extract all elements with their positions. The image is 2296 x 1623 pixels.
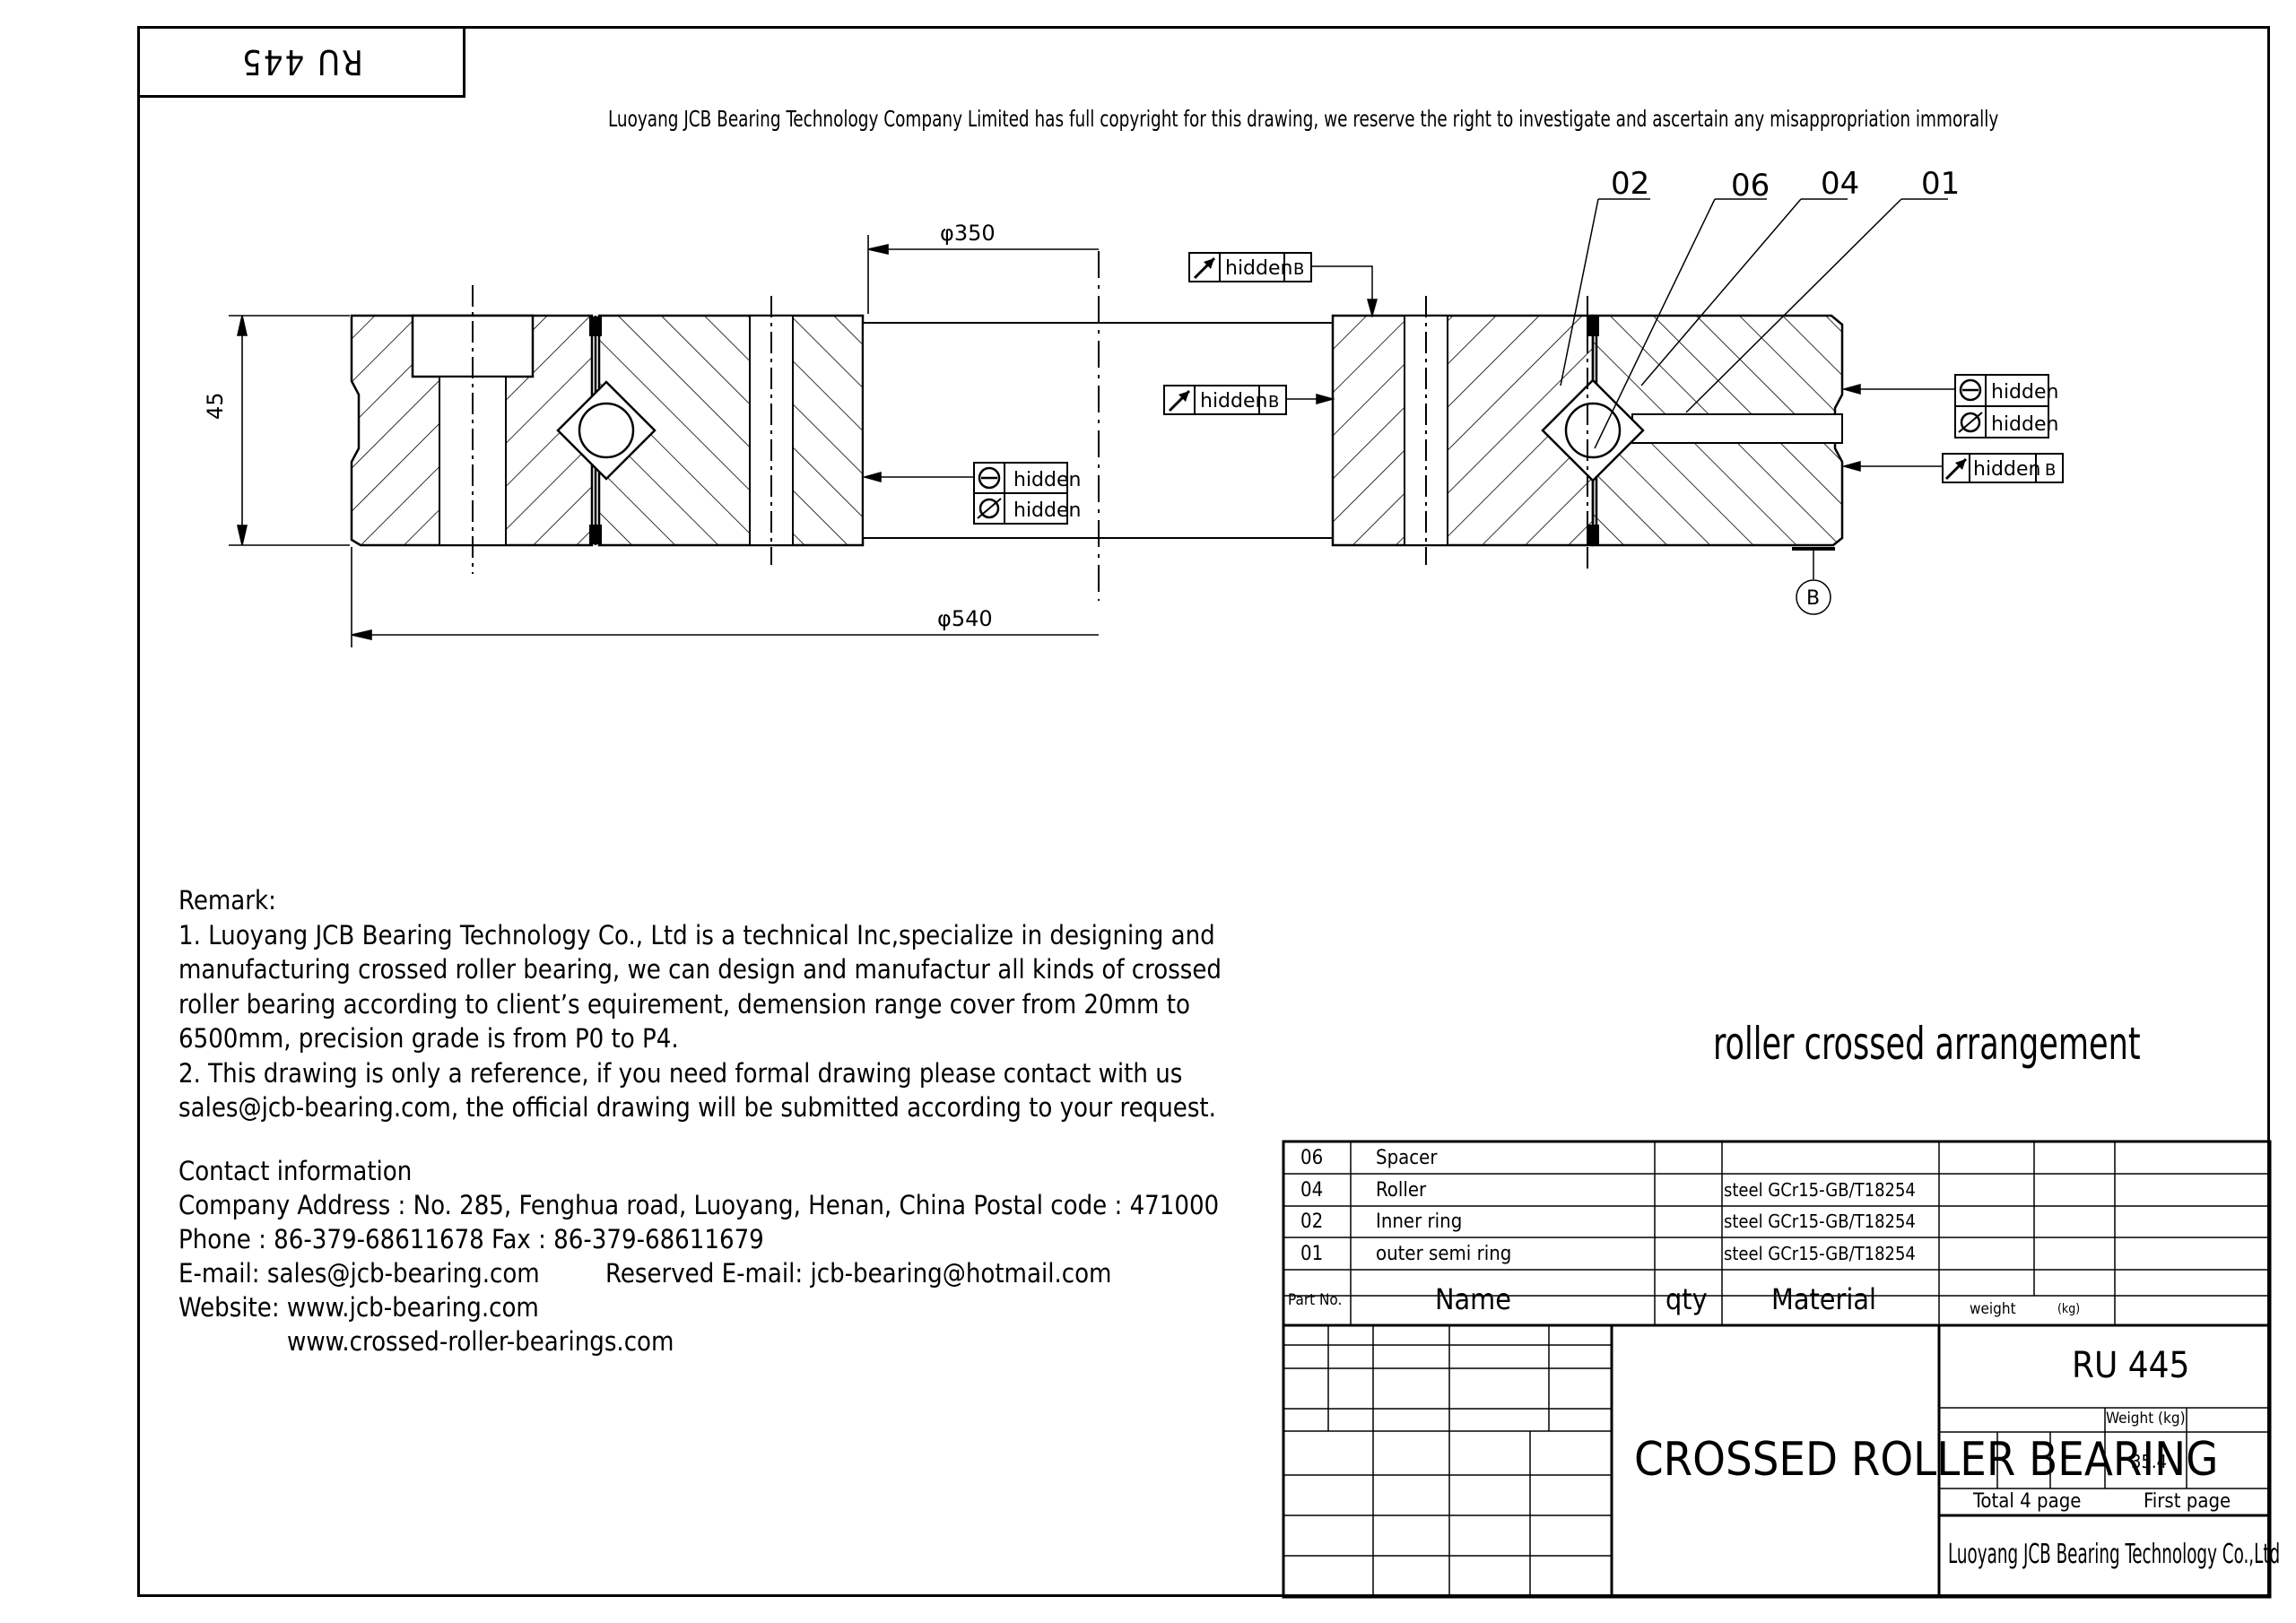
height-dimension: 45 [203,392,228,420]
cylindricity-icon [1958,412,1983,433]
bore-dimension: φ350 [940,221,996,246]
svg-text:hidden: hidden [1225,257,1292,280]
part-material-cell: steel GCr15-GB/T18254 [1724,1211,1916,1232]
company-name: Luoyang JCB Bearing Technology Co.,Ltd [1948,1539,2281,1570]
part-name-cell: outer semi ring [1376,1243,1512,1265]
dimension-lines [229,235,1099,647]
tolerance-frame-bore: hidden hidden [973,462,1081,525]
header-part-no: Part No. [1288,1291,1343,1309]
contact-heading: Contact information [178,1156,413,1186]
roundness-icon [978,466,1001,490]
svg-text:B: B [1293,260,1304,279]
part-name-cell: Spacer [1376,1147,1438,1169]
header-material: Material [1771,1282,1876,1316]
header-weight: weight [1970,1300,2016,1318]
remark-line: 6500mm, precision grade is from P0 to P4… [178,1023,679,1054]
svg-text:hidden: hidden [1973,458,2040,481]
remark-block: Remark: 1. Luoyang JCB Bearing Technolog… [178,883,1222,1125]
drawing-frame [137,26,2270,1597]
svg-text:hidden: hidden [1200,390,1267,412]
part-no-cell: 01 [1300,1243,1324,1265]
remark-line: roller bearing according to client’s equ… [178,988,1190,1020]
copyright-notice: Luoyang JCB Bearing Technology Company L… [608,106,1999,132]
product-name: CROSSED ROLLER BEARING [1634,1433,2219,1487]
svg-text:B: B [1268,393,1279,412]
callout-leaders [1560,198,1948,449]
roundness-icon [1959,378,1982,402]
remark-line: sales@jcb-bearing.com, the official draw… [178,1092,1216,1123]
contact-phone: Phone : 86-379-68611678 Fax : 86-379-686… [178,1224,764,1254]
callout-01: 01 [1921,166,1960,202]
remark-line: 1. Luoyang JCB Bearing Technology Co., L… [178,919,1215,950]
part-no-cell: 06 [1300,1147,1324,1169]
remark-line: 2. This drawing is only a reference, if … [178,1057,1183,1089]
svg-text:hidden: hidden [1991,381,2058,404]
header-qty: qty [1665,1282,1708,1316]
part-no-cell: 04 [1300,1179,1324,1202]
callout-02: 02 [1611,166,1649,202]
header-weight-unit: (kg) [2057,1302,2081,1316]
runout-icon [1193,256,1216,280]
drawing-number-stamp: RU 445 [137,26,465,98]
first-page: First page [2144,1490,2231,1513]
part-no-cell: 02 [1300,1211,1324,1233]
contact-reserved-email[interactable]: Reserved E-mail: jcb-bearing@hotmail.com [605,1258,1112,1289]
part-name-cell: Roller [1376,1179,1427,1202]
runout-icon [1168,389,1191,412]
cylindricity-icon [977,498,1002,519]
remark-heading: Remark: [178,885,276,916]
weight-label: Weight (kg) [2106,1410,2186,1428]
svg-text:hidden: hidden [1991,413,2058,436]
remark-line: manufacturing crossed roller bearing, we… [178,954,1222,985]
contact-website-2[interactable]: www.crossed-roller-bearings.com [287,1326,674,1357]
contact-email[interactable]: E-mail: sales@jcb-bearing.com [178,1258,540,1289]
header-name: Name [1435,1282,1511,1316]
contact-address: Company Address : No. 285, Fenghua road,… [178,1190,1220,1220]
arrangement-note: roller crossed arrangement [1713,1018,2141,1070]
callout-06: 06 [1731,168,1770,204]
runout-icon [1944,457,1968,481]
part-material-cell: steel GCr15-GB/T18254 [1724,1179,1916,1201]
contact-block: Contact information Company Address : No… [178,1154,1219,1358]
right-section [1331,296,1844,574]
title-block-grid [1282,1140,2272,1599]
datum-label: B [1806,587,1820,610]
tolerance-frame-outer: hidden hidden [1954,374,2058,438]
tolerance-frame-1: hidden B [1188,252,1312,282]
tolerance-frame-2: hidden B [1163,385,1287,415]
outer-dimension: φ540 [937,606,993,631]
weight-value: 35.4 [2131,1451,2168,1472]
left-section [350,251,1334,601]
svg-text:hidden: hidden [1013,469,1081,491]
svg-text:hidden: hidden [1013,499,1081,522]
tolerance-leaders [862,265,1955,615]
tolerance-frame-7: hidden B [1942,453,2064,483]
callout-04: 04 [1821,166,1859,202]
model-number: RU 445 [2072,1345,2190,1386]
part-material-cell: steel GCr15-GB/T18254 [1724,1243,1916,1264]
contact-website[interactable]: Website: www.jcb-bearing.com [178,1292,539,1323]
svg-text:B: B [2045,461,2056,480]
part-name-cell: Inner ring [1376,1211,1463,1233]
total-pages: Total 4 page [1973,1490,2082,1513]
